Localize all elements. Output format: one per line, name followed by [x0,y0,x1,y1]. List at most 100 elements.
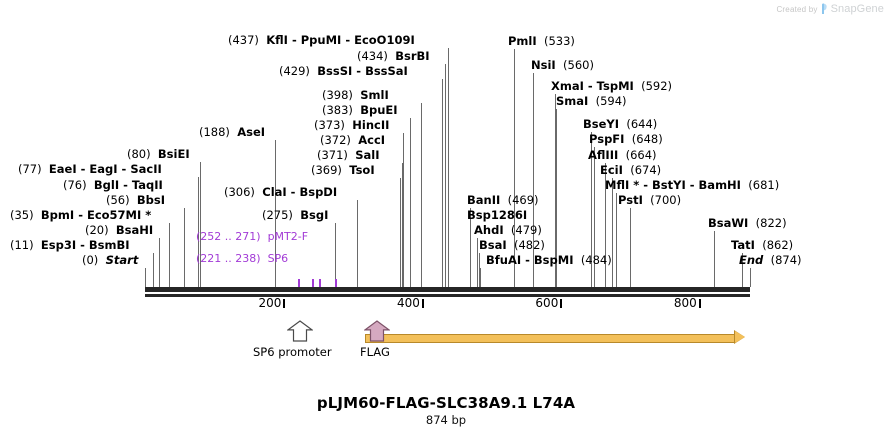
enzyme-label[interactable]: (434) BsrBI [357,49,430,63]
enzyme-label[interactable]: (80) BsiEI [127,147,190,161]
enzyme-position: (874) [770,253,802,267]
enzyme-name: AseI [237,125,266,139]
enzyme-label[interactable]: BanII (469) [467,194,539,206]
enzyme-position: (275) [262,208,293,222]
enzyme-name: BsaWI [708,216,749,230]
enzyme-separator: - [521,253,534,267]
enzyme-position: (664) [625,148,657,162]
enzyme-label[interactable]: Bsp1286I [467,209,527,221]
enzyme-label[interactable]: (369) TsoI [311,164,375,176]
enzyme-label[interactable]: (76) BglI - TaqII [63,178,163,192]
enzyme-label[interactable]: (56) BbsI [106,193,166,207]
leader-line [445,64,447,287]
primer-label[interactable]: (252 .. 271) pMT2-F [196,231,308,242]
enzyme-label[interactable]: (373) HincII [314,118,389,132]
enzyme-name: End [739,253,764,267]
enzyme-position: (560) [563,58,594,72]
enzyme-label[interactable]: (188) AseI [199,125,266,139]
leader-line [611,178,613,287]
leader-line [145,268,146,287]
primer-name: SP6 [267,252,289,265]
enzyme-label[interactable]: BfuAI - BspMI (484) [486,253,612,267]
enzyme-name: BfuAI [486,253,522,267]
enzyme-label[interactable]: AflIII (664) [588,148,657,162]
leader-line [169,223,171,287]
enzyme-position: (482) [513,238,545,252]
watermark-brand-label: SnapGene [830,3,884,15]
enzyme-position: (674) [630,163,662,177]
enzyme-name: BsmBI [88,238,130,252]
enzyme-label[interactable]: (372) AccI [320,133,386,147]
enzyme-separator: - [119,178,132,192]
enzyme-label[interactable]: (371) SalI [317,149,380,161]
enzyme-name: BspMI [533,253,574,267]
leader-line [604,163,606,287]
enzyme-position: (644) [626,117,658,131]
enzyme-label[interactable]: SmaI (594) [556,94,627,108]
leader-line [275,140,277,287]
enzyme-label[interactable]: (383) BpuEI [322,104,398,116]
enzyme-label[interactable]: (429) BssSI - BssSaI [279,65,408,77]
enzyme-label[interactable]: (275) BsgI [262,208,328,222]
enzyme-name: BstYI [652,178,686,192]
enzyme-name: PpuMI [300,33,342,47]
enzyme-position: (373) [314,118,345,132]
flag-feature-arrow[interactable] [364,320,390,342]
ruler-label: 800 [673,296,697,310]
enzyme-name: SacII [130,162,162,176]
enzyme-name: BbsI [136,193,166,207]
enzyme-name: Esp3I [40,238,77,252]
enzyme-label[interactable]: BsaWI (822) [708,216,787,230]
enzyme-label[interactable]: PstI (700) [618,193,681,207]
enzyme-label[interactable]: (0) Start [82,253,139,267]
enzyme-position: (434) [357,49,388,63]
orf-feature-arrow[interactable] [365,330,745,344]
enzyme-label[interactable]: AhdI (479) [474,223,542,237]
enzyme-name: AhdI [474,223,504,237]
enzyme-separator: - [117,162,131,176]
enzyme-separator: - [74,208,87,222]
enzyme-name: TspMI [596,79,634,93]
leader-line [616,193,618,287]
enzyme-position: (594) [595,94,627,108]
leader-line [480,268,482,287]
ruler-tick [560,299,563,308]
enzyme-label[interactable]: TatI (862) [731,238,793,252]
enzyme-label[interactable]: (77) EaeI - EagI - SacII [18,162,162,176]
enzyme-label[interactable]: (11) Esp3I - BsmBI [10,238,130,252]
enzyme-label[interactable]: BsaI (482) [479,238,545,252]
leader-line [400,178,402,287]
enzyme-label[interactable]: (306) ClaI - BspDI [224,186,337,198]
enzyme-name: XmaI [551,79,584,93]
primer-range: (252 .. 271) [196,230,261,243]
enzyme-name: TatI [731,238,755,252]
enzyme-label[interactable]: (35) BpmI - Eco57MI * [10,208,151,222]
enzyme-label[interactable]: End (874) [739,253,802,267]
orf-arrow-body [365,334,736,343]
enzyme-label[interactable]: XmaI - TspMI (592) [551,79,672,93]
enzyme-label[interactable]: PmlI (533) [508,35,575,47]
enzyme-label[interactable]: (398) SmlI [322,89,389,101]
enzyme-label[interactable]: PspFI (648) [589,133,663,145]
enzyme-name: Start [105,253,139,267]
enzyme-name: BsiEI [157,147,190,161]
enzyme-label[interactable]: (437) KflI - PpuMI - EcoO109I [228,33,415,47]
leader-line [556,109,558,287]
leader-line [356,200,358,287]
enzyme-position: (11) [10,238,34,252]
leader-line [198,177,200,287]
enzyme-label[interactable]: BseYI (644) [583,117,658,131]
enzyme-position: (80) [127,147,151,161]
enzyme-name: PstI [618,193,643,207]
primer-label[interactable]: (221 .. 238) SP6 [196,253,288,264]
leader-line [200,162,202,287]
enzyme-label[interactable]: MflI * - BstYI - BamHI (681) [605,178,779,192]
enzyme-name: EciI [600,163,623,177]
sp6-promoter-feature-arrow[interactable] [287,320,313,342]
enzyme-name: AccI [358,133,386,147]
enzyme-label[interactable]: (20) BsaHI [85,224,153,236]
enzyme-label[interactable]: NsiI (560) [531,58,594,72]
leader-line [410,118,412,287]
enzyme-label[interactable]: EciI (674) [600,163,662,177]
ruler-label: 400 [396,296,420,310]
